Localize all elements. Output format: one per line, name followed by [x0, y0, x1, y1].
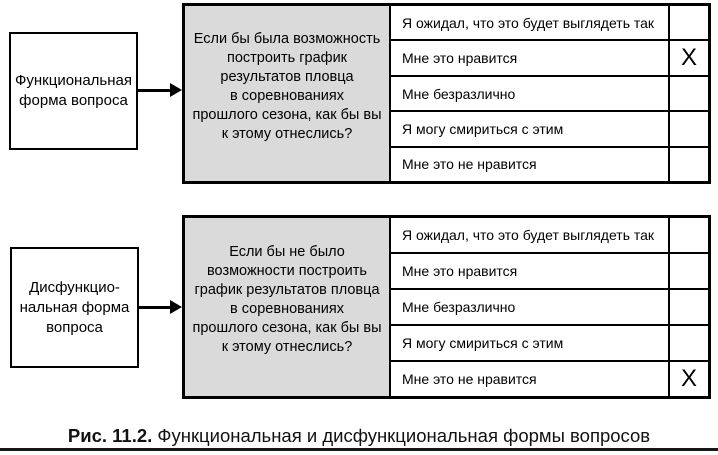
option-label: Я могу смириться с этим: [391, 326, 670, 360]
functional-options-list: Я ожидал, что это будет выглядеть так Мн…: [391, 6, 708, 182]
question-line: прошлого сезона, как бы вы: [192, 106, 382, 123]
functional-question-cell: Если бы была возможность построить графи…: [185, 6, 391, 181]
question-line: в соревнованиях: [230, 301, 344, 317]
figure-caption: Рис. 11.2. Функциональная и дисфункциона…: [0, 424, 718, 448]
checkbox-cell: [670, 77, 708, 110]
option-row: Я ожидал, что это будет выглядеть так: [391, 6, 708, 42]
option-label: Я ожидал, что это будет выглядеть так: [391, 218, 670, 252]
option-label: Мне это нравится: [391, 254, 670, 288]
dysfunctional-form-box-line: вопроса: [46, 318, 103, 336]
option-label: Мне безразлично: [391, 76, 670, 111]
option-label: Я могу смириться с этим: [391, 112, 670, 146]
dysfunctional-form-box: Дисфункцио- нальная форма вопроса: [10, 247, 139, 368]
functional-form-box: Функциональная форма вопроса: [9, 32, 138, 150]
dysfunctional-form-box-line: Дисфункцио-: [29, 278, 120, 296]
checkbox-cell: [670, 112, 708, 145]
question-line: прошлого сезона, как бы вы: [192, 320, 382, 336]
dysfunctional-question-table: Если бы не было возможности построить гр…: [182, 215, 711, 399]
option-row: Я ожидал, что это будет выглядеть так: [391, 218, 708, 254]
arrow-line: [137, 89, 171, 92]
checkbox-cell: [670, 6, 708, 39]
option-row: Мне это нравится: [391, 254, 708, 290]
option-row: Мне безразлично: [391, 76, 708, 113]
functional-question-table: Если бы была возможность построить графи…: [182, 3, 711, 184]
dysfunctional-arrow: [138, 300, 182, 314]
question-line: в соревнованиях: [230, 87, 344, 104]
option-row: Я могу смириться с этим: [391, 112, 708, 148]
option-row: Я могу смириться с этим: [391, 326, 708, 362]
arrow-head-icon: [170, 83, 182, 97]
dysfunctional-question-cell: Если бы не было возможности построить гр…: [185, 218, 391, 396]
question-line: результатов пловца: [220, 68, 354, 85]
option-row: Мне это нравится X: [391, 41, 708, 77]
arrow-head-icon: [170, 300, 182, 314]
option-label: Мне это нравится: [391, 41, 670, 75]
option-label: Мне безразлично: [391, 290, 670, 324]
option-row: Мне это не нравится X: [391, 362, 708, 396]
checkbox-cell-x-mark: X: [680, 44, 697, 72]
checkbox-cell: [670, 148, 708, 181]
checkbox-cell: [670, 290, 708, 324]
figure-caption-text: Функциональная и дисфункциональная формы…: [157, 425, 651, 446]
figure-caption-label: Рис. 11.2.: [67, 425, 153, 446]
dysfunctional-options-list: Я ожидал, что это будет выглядеть так Мн…: [391, 218, 708, 396]
option-label: Мне это не нравится: [391, 147, 670, 182]
functional-form-box-line: форма вопроса: [19, 92, 128, 109]
option-row: Мне безразлично: [391, 290, 708, 326]
question-line: построить график: [226, 49, 348, 66]
question-line: график результатов пловца: [194, 282, 380, 298]
option-row: Мне это не нравится: [391, 147, 708, 182]
question-line: к этому отнеслись?: [221, 339, 353, 355]
checkbox-cell: [670, 254, 708, 288]
question-line: Если бы не было: [229, 244, 345, 260]
functional-form-box-line: Функциональная: [14, 72, 132, 89]
arrow-line: [138, 306, 171, 309]
question-line: возможности построить: [207, 263, 367, 279]
option-label: Мне это не нравится: [391, 362, 670, 396]
checkbox-cell: [670, 218, 708, 252]
question-line: Если бы была возможность: [193, 30, 381, 47]
functional-arrow: [137, 83, 182, 97]
option-label: Я ожидал, что это будет выглядеть так: [391, 6, 670, 40]
question-line: к этому отнеслись?: [221, 125, 353, 142]
checkbox-cell: [670, 326, 708, 360]
bottom-divider: [0, 448, 718, 451]
dysfunctional-form-box-line: нальная форма: [19, 298, 130, 316]
checkbox-cell-x-mark: X: [680, 365, 697, 392]
